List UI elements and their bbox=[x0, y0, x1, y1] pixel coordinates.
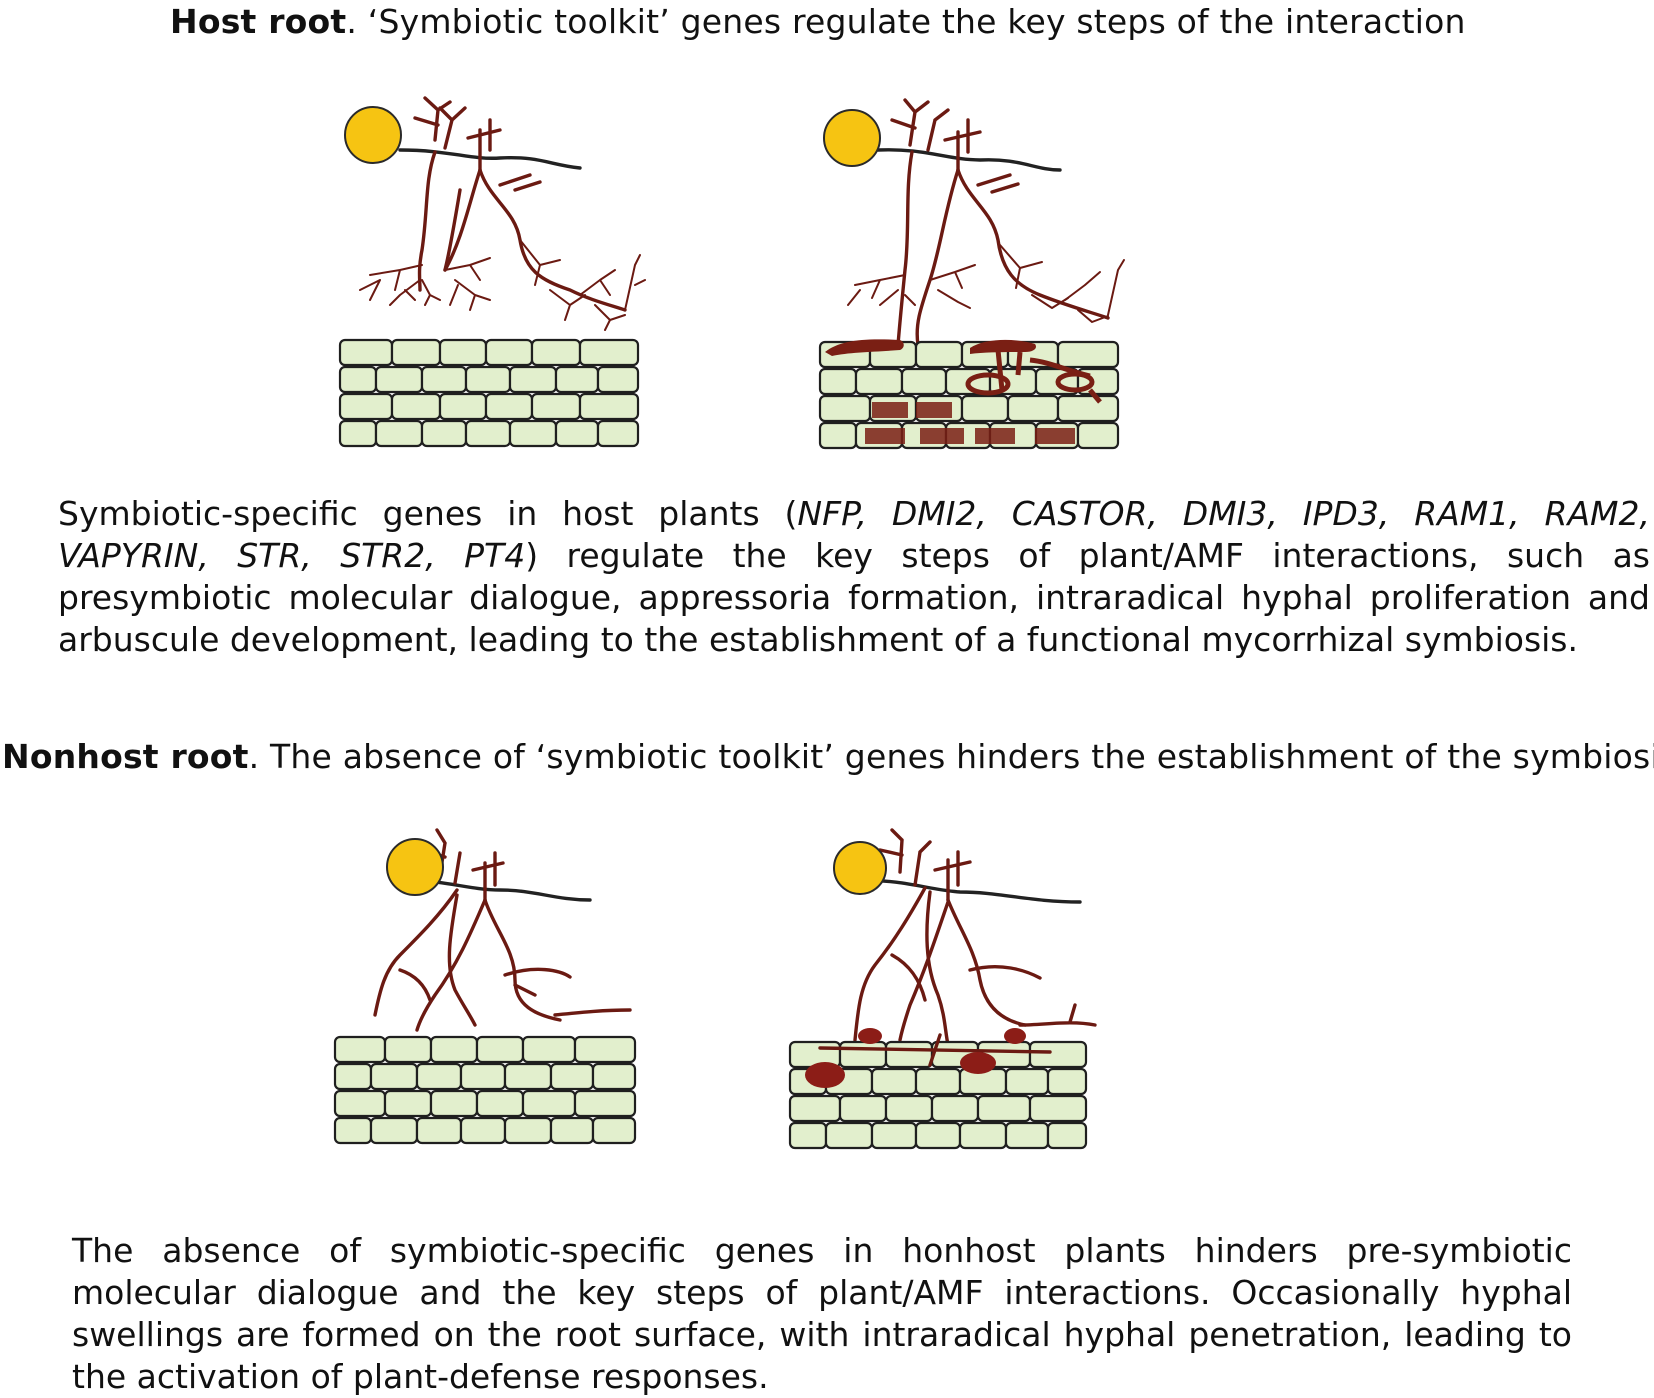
spore bbox=[386, 838, 444, 896]
host-description-part1: Symbiotic-specific genes in host plants … bbox=[58, 494, 798, 533]
host-gene-list: NFP, DMI2, CASTOR, DMI3, IPD3, RAM1, RAM… bbox=[58, 494, 1650, 575]
intraradical-hyphae bbox=[965, 349, 1102, 404]
extraradical-branching bbox=[847, 244, 1125, 323]
hyphal-swellings bbox=[805, 1028, 1052, 1088]
nonhost-root-heading-bold: Nonhost root bbox=[2, 737, 249, 776]
spore bbox=[833, 841, 887, 895]
root-cells bbox=[333, 1035, 637, 1145]
appressoria bbox=[825, 339, 1036, 356]
nonhost-description-text: The absence of symbiotic-specific genes … bbox=[72, 1231, 1572, 1396]
extraradical-branching bbox=[359, 239, 646, 331]
host-description: Symbiotic-specific genes in host plants … bbox=[58, 493, 1650, 661]
host-presymbiotic-diagram bbox=[338, 96, 646, 448]
root-cells bbox=[338, 338, 640, 448]
host-colonized-diagram bbox=[818, 98, 1125, 450]
nonhost-root-heading: Nonhost root. The absence of ‘symbiotic … bbox=[2, 737, 1654, 776]
nonhost-swelling-diagram bbox=[788, 828, 1097, 1150]
spore bbox=[823, 109, 881, 167]
arbuscules bbox=[865, 402, 1075, 444]
spore bbox=[344, 106, 402, 164]
host-root-heading-text: . ‘Symbiotic toolkit’ genes regulate the… bbox=[346, 2, 1466, 41]
root-cells bbox=[788, 1040, 1088, 1150]
fungal-hyphae bbox=[373, 828, 632, 1032]
host-description-part2: ) regulate the key steps of plant/AMF in… bbox=[58, 536, 1650, 659]
host-root-heading: Host root. ‘Symbiotic toolkit’ genes reg… bbox=[170, 2, 1466, 41]
fungal-hyphae bbox=[398, 96, 627, 312]
nonhost-presymbiotic-diagram bbox=[333, 828, 637, 1145]
host-root-heading-bold: Host root bbox=[170, 2, 347, 41]
nonhost-description: The absence of symbiotic-specific genes … bbox=[72, 1230, 1572, 1398]
fungal-hyphae bbox=[853, 828, 1097, 1047]
fungal-hyphae bbox=[876, 98, 1110, 347]
nonhost-root-heading-text: . The absence of ‘symbiotic toolkit’ gen… bbox=[248, 737, 1654, 776]
